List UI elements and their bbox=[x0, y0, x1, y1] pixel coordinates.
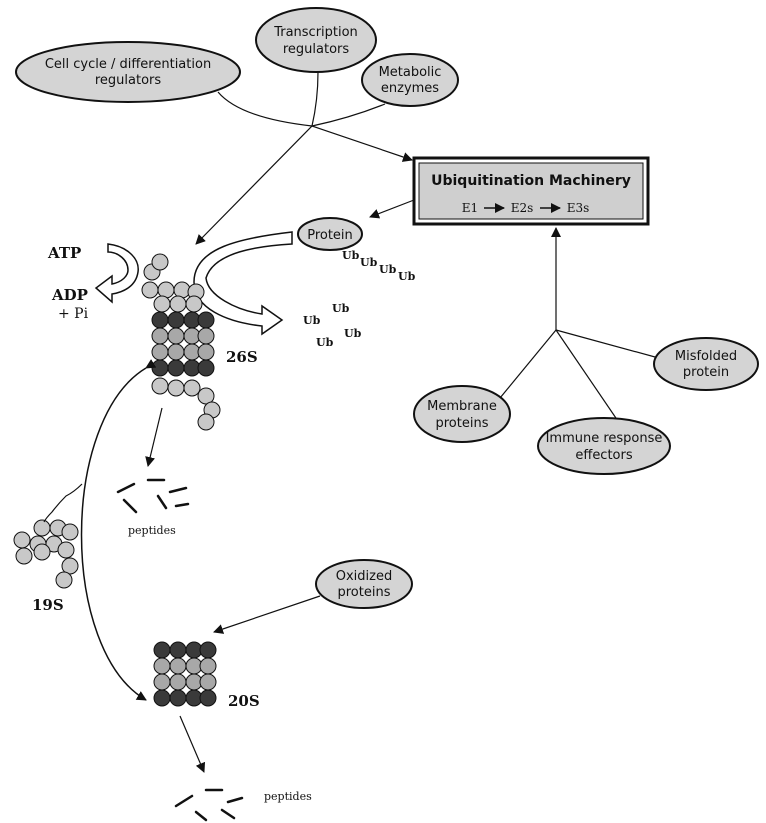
metabolic-label-line2: enzymes bbox=[381, 81, 439, 96]
membrane-label-line2: proteins bbox=[436, 416, 489, 431]
oxidized-label-line2: proteins bbox=[338, 585, 391, 600]
e1-label: E1 bbox=[462, 201, 478, 215]
adp-label: ADP bbox=[51, 286, 88, 304]
arrow-oxidized-to-20s bbox=[213, 595, 321, 634]
protein-label: Protein bbox=[307, 228, 353, 243]
oxidized-label-line1: Oxidized bbox=[336, 569, 392, 584]
26s-label: 26S bbox=[226, 348, 258, 366]
atp-label: ATP bbox=[47, 244, 81, 262]
misfolded-label-line2: protein bbox=[683, 365, 729, 380]
free-ub-2: Ub bbox=[332, 302, 350, 315]
cell-cycle-label-line2: regulators bbox=[95, 73, 162, 88]
free-ub-4: Ub bbox=[316, 336, 334, 349]
membrane-proteins-node: Membrane proteins bbox=[413, 385, 511, 443]
transcription-label-line2: regulators bbox=[283, 42, 350, 57]
regulatory-19s bbox=[13, 519, 79, 589]
proteasome-26s bbox=[141, 253, 221, 431]
peptides-26s-fragments bbox=[116, 478, 190, 514]
20s-label: 20S bbox=[228, 692, 260, 710]
polyubiquitin-chain: Ub Ub Ub Ub bbox=[342, 249, 416, 283]
arrow-20s-to-peptides bbox=[179, 715, 206, 773]
26s-core-ring-3 bbox=[151, 343, 215, 361]
oxidized-proteins-node: Oxidized proteins bbox=[315, 559, 413, 609]
protein-node: Protein bbox=[297, 217, 363, 251]
assembly-double-arrow bbox=[80, 359, 157, 701]
20s-ring-3 bbox=[153, 673, 217, 691]
26s-core-ring-2 bbox=[151, 327, 215, 345]
metabolic-label-line1: Metabolic bbox=[379, 65, 442, 80]
protein-entry-curved-arrow bbox=[193, 231, 293, 336]
peptides-20s-fragments bbox=[174, 788, 244, 822]
ub-chain-1: Ub bbox=[342, 249, 360, 262]
free-ubiquitin: Ub Ub Ub Ub bbox=[303, 302, 362, 349]
membrane-label-line1: Membrane bbox=[427, 399, 497, 414]
metabolic-enzymes-node: Metabolic enzymes bbox=[361, 53, 459, 107]
proteasome-20s bbox=[153, 641, 217, 707]
peptides-20s-label: peptides bbox=[264, 790, 312, 803]
misfolded-label-line1: Misfolded bbox=[675, 349, 737, 364]
26s-core-ring-1 bbox=[151, 311, 215, 329]
arrow-26s-to-peptides bbox=[145, 407, 163, 467]
immune-label-line2: effectors bbox=[575, 448, 632, 463]
ub-chain-4: Ub bbox=[398, 270, 416, 283]
peptides-26s-label: peptides bbox=[128, 524, 176, 537]
cell-cycle-label-line1: Cell cycle / differentiation bbox=[45, 57, 211, 72]
ubiquitination-machinery-box: Ubiquitination Machinery E1 E2s E3s bbox=[412, 156, 650, 226]
26s-regulatory-cap bbox=[141, 253, 205, 313]
transcription-regulators-node: Transcription regulators bbox=[255, 7, 377, 73]
cell-cycle-regulators-node: Cell cycle / differentiation regulators bbox=[15, 41, 241, 103]
26s-core-ring-4 bbox=[151, 359, 215, 377]
e2-label: E2s bbox=[511, 201, 534, 215]
misfolded-protein-node: Misfolded protein bbox=[653, 337, 759, 391]
lower-substrate-connectors bbox=[499, 329, 667, 425]
20s-ring-4 bbox=[153, 689, 217, 707]
20s-ring-1 bbox=[153, 641, 217, 659]
arrow-to-26s bbox=[195, 125, 313, 245]
20s-ring-2 bbox=[153, 657, 217, 675]
immune-label-line1: Immune response bbox=[546, 431, 663, 446]
26s-bottom-cap bbox=[151, 377, 221, 431]
e3-label: E3s bbox=[567, 201, 590, 215]
pi-label: + Pi bbox=[58, 306, 89, 322]
arrow-to-machinery bbox=[311, 125, 413, 162]
immune-response-effectors-node: Immune response effectors bbox=[537, 417, 671, 475]
substrate-connector-lines bbox=[217, 71, 386, 127]
19s-link-wavy bbox=[43, 483, 83, 523]
atp-hydrolysis-curved-arrow bbox=[94, 243, 139, 304]
ub-chain-3: Ub bbox=[379, 263, 397, 276]
free-ub-1: Ub bbox=[303, 314, 321, 327]
ub-chain-2: Ub bbox=[360, 256, 378, 269]
machinery-title: Ubiquitination Machinery bbox=[431, 173, 631, 189]
free-ub-3: Ub bbox=[344, 327, 362, 340]
arrow-machinery-to-protein bbox=[369, 199, 415, 219]
transcription-label-line1: Transcription bbox=[273, 25, 358, 40]
atp-adp-labels: ATP ADP + Pi bbox=[47, 244, 89, 322]
19s-label: 19S bbox=[32, 596, 64, 614]
